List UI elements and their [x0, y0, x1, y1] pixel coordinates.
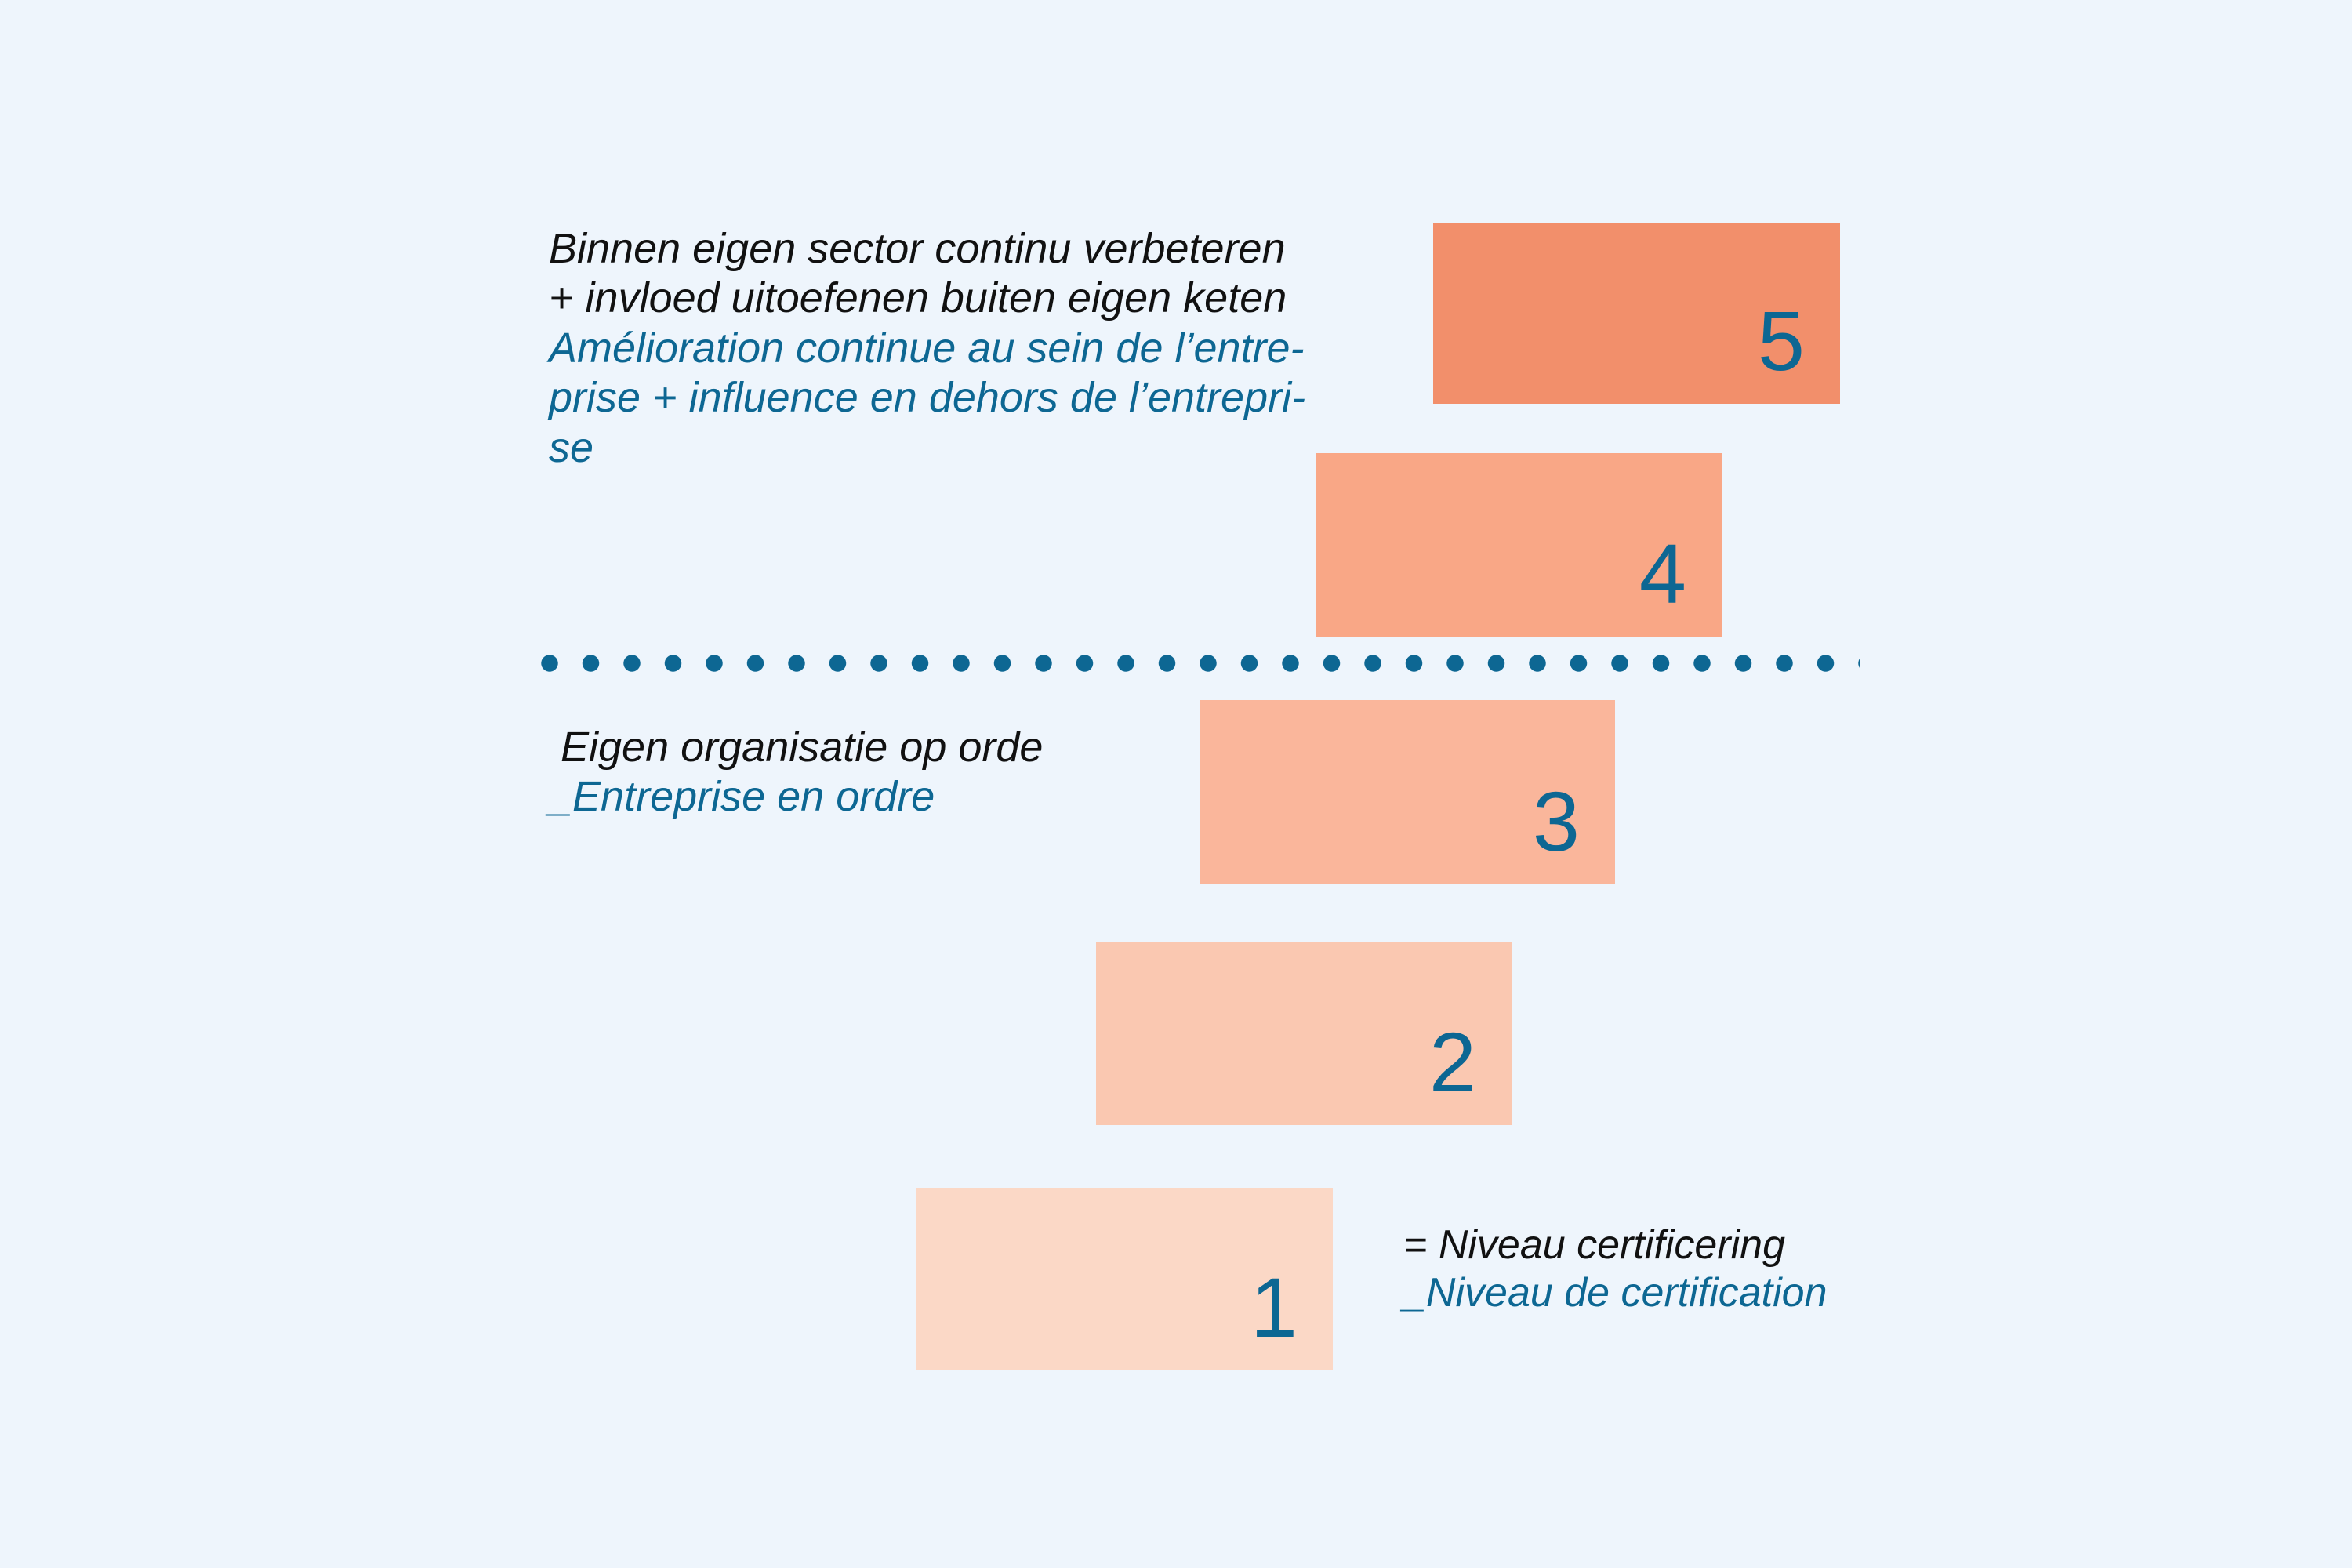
annotation-upper-nl-line-1: Binnen eigen sector continu verbeteren: [549, 225, 1286, 272]
annotation-upper-levels: Binnen eigen sector continu verbeteren +…: [549, 224, 1333, 473]
bar-level-1[interactable]: 1: [916, 1188, 1333, 1370]
bar-level-5[interactable]: 5: [1433, 223, 1840, 404]
annotation-upper-fr-line-1: Amélioration continue au sein de l’entre…: [549, 324, 1305, 372]
annotation-middle-levels: Eigen organisatie op orde _Entreprise en…: [549, 723, 1254, 822]
bar-level-5-value: 5: [1757, 293, 1805, 388]
bar-level-2[interactable]: 2: [1096, 942, 1512, 1125]
bar-level-3-value: 3: [1532, 774, 1580, 869]
annotation-upper-nl-line-2: + invloed uitoefenen buiten eigen keten: [549, 274, 1287, 322]
legend-certification-level: = Niveau certificering _Niveau de certif…: [1403, 1221, 2109, 1317]
bar-level-4[interactable]: 4: [1316, 453, 1722, 637]
annotation-upper-fr-line-3: se: [549, 423, 594, 471]
bar-level-1-value: 1: [1250, 1260, 1298, 1355]
bar-level-4-value: 4: [1639, 526, 1686, 621]
annotation-upper-fr-line-2: prise + influence en dehors de l’entrepr…: [549, 374, 1306, 422]
bar-level-3[interactable]: 3: [1200, 700, 1615, 884]
legend-fr-line-1: _Niveau de certification: [1403, 1270, 1828, 1316]
bar-level-2-value: 2: [1428, 1014, 1476, 1109]
annotation-middle-fr-line-1: _Entreprise en ordre: [549, 773, 935, 821]
dotted-divider-line: [541, 654, 1860, 673]
annotation-middle-nl-line-1: Eigen organisatie op orde: [549, 724, 1044, 771]
legend-nl-line-1: = Niveau certificering: [1403, 1222, 1785, 1268]
